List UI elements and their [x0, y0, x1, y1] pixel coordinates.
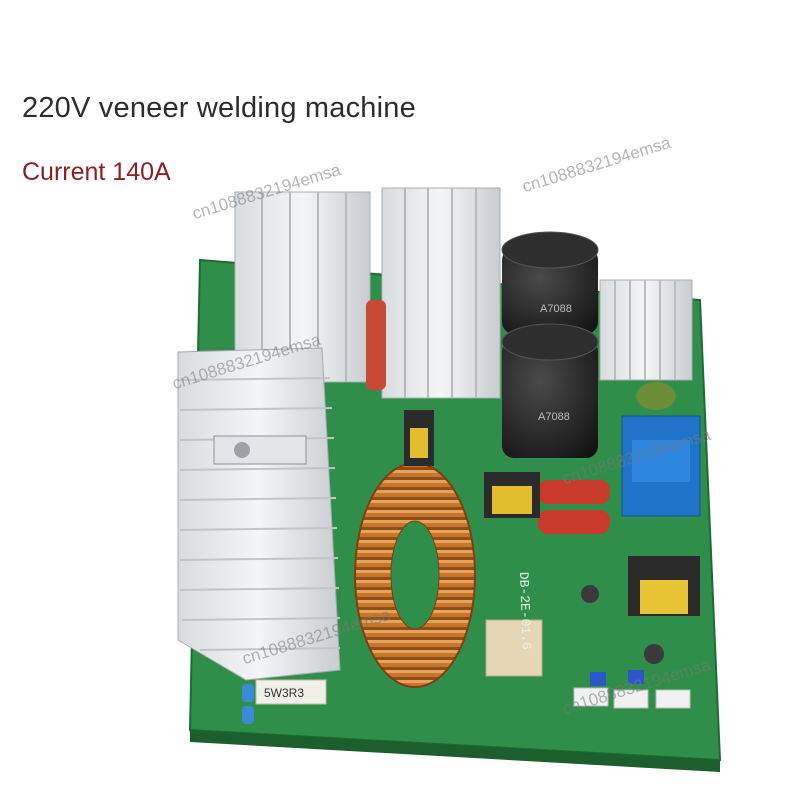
trimpot-2: [628, 670, 644, 684]
small-cap-blue-2: [242, 706, 254, 724]
capacitor-marking: A7088: [540, 303, 572, 315]
trimpot-1: [590, 672, 606, 686]
small-cap-blue: [242, 684, 254, 702]
pcb-edge: [190, 730, 720, 772]
connector-3: [655, 689, 691, 709]
film-capacitor-1: [538, 480, 610, 504]
film-capacitor-2: [538, 510, 610, 534]
heatsink-middle: [381, 187, 501, 399]
board-code: DB-2E-01.6: [516, 572, 534, 650]
heatsink-right-small: [599, 279, 693, 381]
resistor-marking: 5W3R3: [264, 686, 304, 700]
green-cap: [636, 382, 676, 410]
film-capacitor-3: [366, 300, 386, 390]
small-capacitor-2: [581, 585, 599, 603]
electrolytic-capacitor-bottom: A7088: [501, 323, 599, 458]
power-resistor: [255, 679, 327, 705]
page-title: 220V veneer welding machine: [22, 92, 416, 124]
current-rating: Current 140A: [22, 158, 171, 186]
electrolytic-capacitor-top: A7088: [501, 231, 599, 334]
heatsink-left-large: [177, 347, 341, 681]
capacitor-marking-2: A7088: [538, 411, 570, 423]
heatsink-clamp: [213, 435, 307, 465]
toroidal-inductor: [354, 462, 476, 688]
ceramic-resistor: [485, 619, 543, 677]
connector-2: [613, 689, 649, 709]
connector-1: [573, 687, 609, 707]
small-capacitor: [644, 644, 664, 664]
